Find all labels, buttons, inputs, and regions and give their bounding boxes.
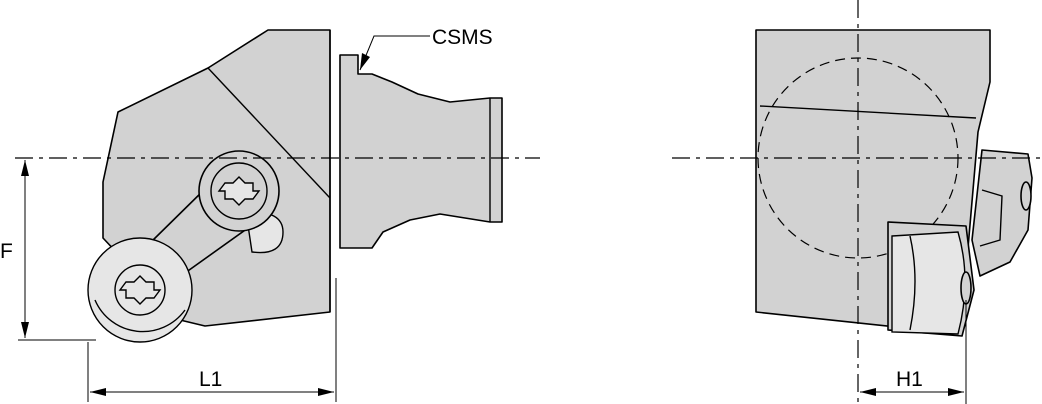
insert-edge-arc xyxy=(94,299,186,333)
end-body-ledge xyxy=(759,105,977,119)
end-clamp-block xyxy=(971,149,1033,277)
dim-f-arrow-top xyxy=(21,160,29,176)
dim-l1-arrow-right xyxy=(318,388,334,396)
dim-f-label: F xyxy=(0,240,13,263)
csms-leader-arrow xyxy=(360,53,370,70)
csms-label: CSMS xyxy=(432,26,493,49)
clamp-screw-counterbore xyxy=(210,162,268,220)
dim-h1-arrow-right xyxy=(948,388,964,396)
end-insert xyxy=(891,231,966,335)
dim-h1-arrow-left xyxy=(860,388,876,396)
csms-leader xyxy=(359,35,430,71)
dim-f-arrow-bottom xyxy=(21,322,29,338)
chamfer-line xyxy=(207,67,331,199)
dim-l1-label: L1 xyxy=(199,368,222,391)
end-view: H1 xyxy=(672,0,1042,404)
dim-l1-arrow-left xyxy=(90,388,106,396)
torx-lower-icon xyxy=(118,275,162,305)
shank xyxy=(339,54,503,249)
end-insert-curve xyxy=(909,235,916,331)
end-insert-screw xyxy=(960,271,972,305)
end-clamp-screw xyxy=(1020,181,1032,211)
torx-upper-icon xyxy=(217,176,261,206)
dim-h1-label: H1 xyxy=(896,368,923,391)
insert-screw-counterbore xyxy=(114,264,166,316)
side-view: F L1 CSMS xyxy=(0,26,540,402)
end-clamp-detail xyxy=(979,189,1003,247)
